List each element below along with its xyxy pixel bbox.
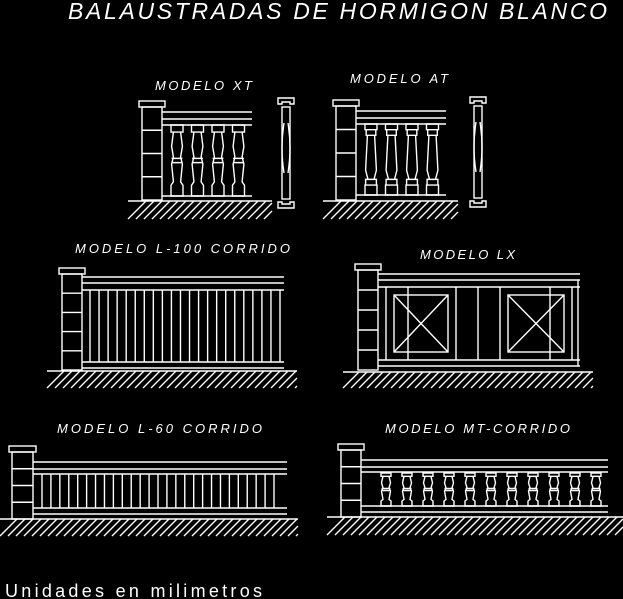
baluster (384, 123, 399, 196)
label-modelo-l100: MODELO L-100 CORRIDO (75, 241, 290, 256)
units-note: Unidades en milimetros (5, 581, 262, 599)
label-modelo-mt: MODELO MT-CORRIDO (385, 421, 570, 436)
baluster (190, 124, 205, 197)
baluster (231, 124, 246, 197)
baluster (422, 472, 434, 507)
baluster (405, 123, 419, 196)
post-cap (332, 99, 360, 107)
model-xt-drawing (127, 97, 295, 220)
baluster (548, 472, 560, 507)
post-cap (58, 267, 86, 275)
label-modelo-xt: MODELO XT (155, 78, 253, 93)
model-l100-drawing (46, 267, 298, 389)
label-modelo-l60: MODELO L-60 CORRIDO (57, 421, 262, 436)
cross-diagonal (393, 294, 449, 353)
post-cap (138, 100, 166, 108)
post (357, 269, 379, 371)
baluster (569, 472, 581, 507)
profile-caps (469, 96, 487, 208)
baluster (590, 472, 602, 507)
baluster (443, 472, 455, 507)
profile-caps (277, 97, 295, 209)
model-l60-drawing (0, 445, 299, 537)
label-modelo-lx: MODELO LX (420, 247, 516, 262)
label-modelo-at: MODELO AT (350, 71, 449, 86)
baluster (170, 124, 184, 197)
ground-hatch (127, 200, 273, 220)
baluster (506, 472, 518, 507)
baluster (364, 123, 378, 196)
baluster (527, 472, 539, 507)
post-cap (8, 445, 37, 453)
profile-curve (473, 121, 483, 173)
post (61, 273, 83, 371)
cross-diagonal (507, 294, 565, 353)
model-lx-drawing (342, 263, 594, 389)
model-mt-drawing (326, 443, 623, 536)
ground-hatch (46, 370, 298, 389)
profile-curve (281, 122, 291, 174)
cross-panel (393, 294, 449, 353)
profile-body (281, 106, 291, 200)
drawing-title: BALAUSTRADAS DE HORMIGON BLANCO (68, 0, 607, 24)
ground-hatch (326, 516, 623, 536)
ground-hatch (0, 518, 299, 537)
baluster (211, 124, 225, 197)
cross-panel (507, 294, 565, 353)
baluster (380, 472, 392, 507)
post-cap (337, 443, 365, 451)
baluster (425, 123, 440, 196)
ground-hatch (322, 200, 459, 220)
baluster (401, 472, 413, 507)
model-at-drawing (322, 96, 487, 220)
post-cap (354, 263, 382, 271)
baluster (464, 472, 476, 507)
profile-body (473, 105, 483, 199)
ground-hatch (342, 371, 594, 389)
baluster (485, 472, 497, 507)
